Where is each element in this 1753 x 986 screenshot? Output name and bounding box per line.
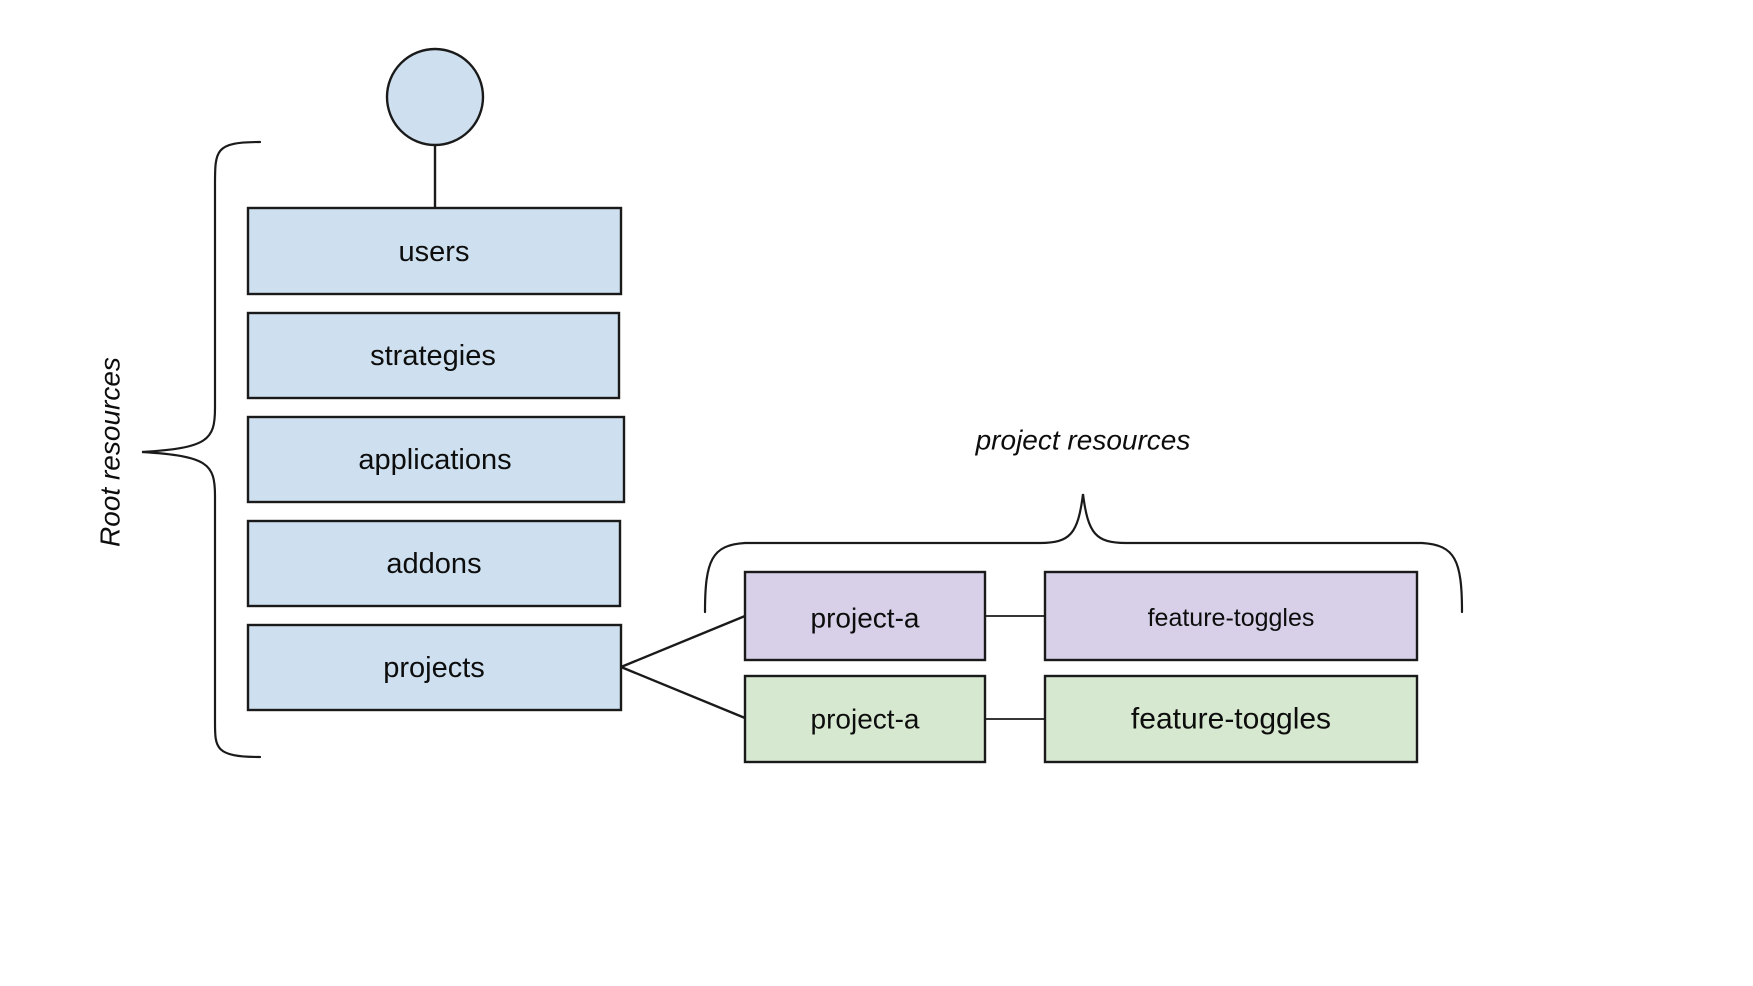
root-node-circle[interactable] xyxy=(385,47,485,147)
node-box-project-a-purple[interactable] xyxy=(743,570,987,662)
connector-projects-to-project-a-purple xyxy=(620,614,746,669)
node-label-feature-toggles-green: feature-toggles xyxy=(1131,703,1331,736)
node-label-projects: projects xyxy=(383,652,485,684)
node-box-applications[interactable] xyxy=(246,415,626,504)
root-resources-brace xyxy=(141,140,262,759)
root-resources-label: Root resources xyxy=(95,357,126,547)
node-box-addons[interactable] xyxy=(246,519,622,608)
node-label-project-a-purple: project-a xyxy=(811,603,920,634)
node-box-feature-toggles-green[interactable] xyxy=(1043,674,1419,764)
project-resources-label: project resources xyxy=(975,425,1191,456)
node-label-addons: addons xyxy=(386,548,481,580)
node-label-project-a-green: project-a xyxy=(811,704,920,735)
node-label-applications: applications xyxy=(358,444,511,476)
node-box-project-a-green[interactable] xyxy=(743,674,987,764)
project-resources-brace xyxy=(703,493,1464,614)
node-box-strategies[interactable] xyxy=(246,311,621,400)
node-label-users: users xyxy=(399,236,470,268)
node-label-strategies: strategies xyxy=(370,340,496,372)
connector-projects-to-project-a-green xyxy=(620,665,746,720)
node-label-feature-toggles-purple: feature-toggles xyxy=(1148,604,1315,632)
node-box-feature-toggles-purple[interactable] xyxy=(1043,570,1419,662)
node-box-users[interactable] xyxy=(246,206,623,296)
